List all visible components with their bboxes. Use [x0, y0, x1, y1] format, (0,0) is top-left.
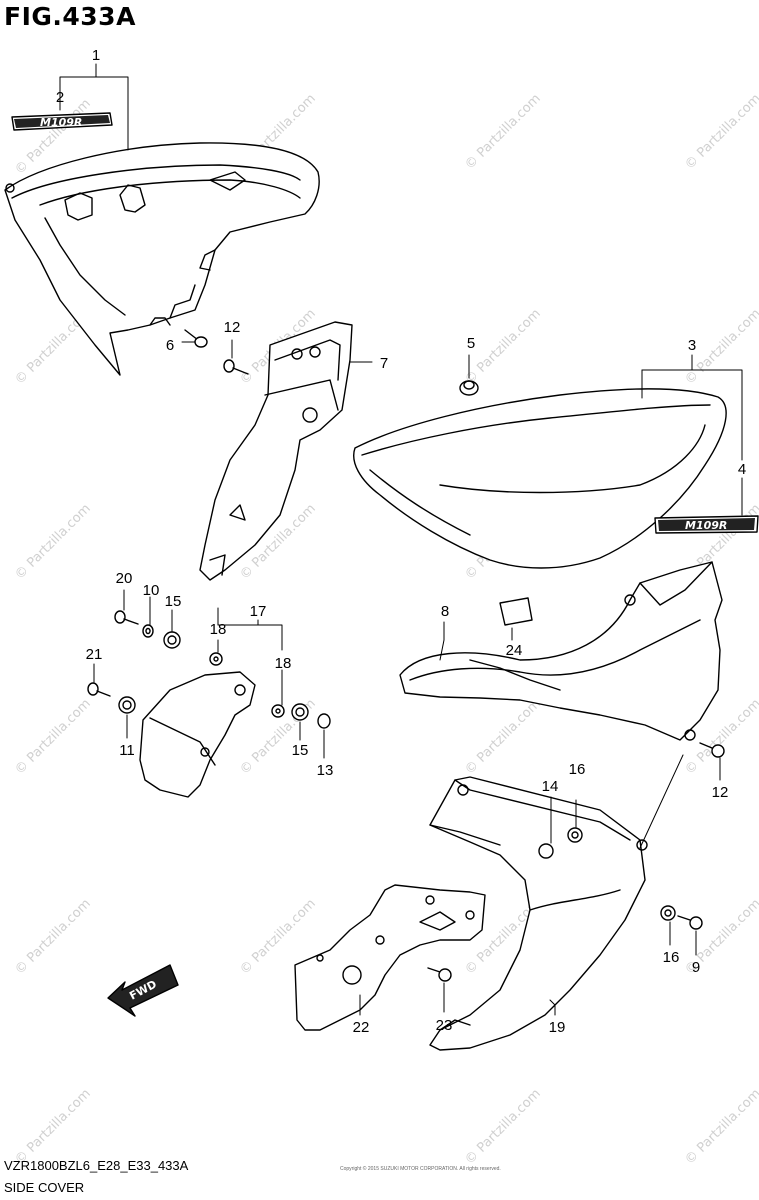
callout-number: 11 [119, 742, 135, 759]
grommet-5 [459, 380, 479, 396]
callout-number: 21 [86, 646, 103, 663]
inner-panel-8 [399, 561, 723, 741]
fwd-arrow-icon [107, 964, 179, 1017]
hardware [87, 329, 725, 982]
badge-2 [11, 112, 113, 131]
callout-number: 4 [738, 461, 746, 478]
callout-number: 24 [506, 642, 523, 659]
bottom-cover-19 [429, 776, 648, 1051]
callout-number: 9 [692, 959, 700, 976]
model-code: VZR1800BZL6_E28_E33_433A [4, 1158, 189, 1173]
copyright-text: Copyright © 2015 SUZUKI MOTOR CORPORATIO… [340, 1166, 501, 1172]
callout-number: 18 [275, 655, 292, 672]
badge-4 [654, 515, 759, 534]
figure-caption: SIDE COVER [4, 1180, 85, 1195]
bracket-22 [294, 884, 486, 1031]
callout-number: 7 [380, 355, 388, 372]
right-side-cover [353, 388, 727, 569]
callout-number: 16 [663, 949, 680, 966]
callout-number: 15 [292, 742, 309, 759]
callout-number: 6 [166, 337, 174, 354]
callout-number: 20 [116, 570, 133, 587]
callout-number: 8 [441, 603, 449, 620]
callout-number: 2 [56, 89, 64, 106]
callout-number: 12 [712, 784, 729, 801]
lower-left-cover-11 [139, 671, 256, 798]
callout-number: 13 [317, 762, 334, 779]
callout-number: 12 [224, 319, 241, 336]
watermark: © Partzilla.com [682, 91, 759, 173]
callout-number: 1 [92, 47, 100, 64]
watermark: © Partzilla.com [462, 696, 544, 778]
watermark: © Partzilla.com [682, 1086, 759, 1168]
callout-number: 18 [210, 621, 227, 638]
callout-number: 17 [250, 603, 267, 620]
callout-number: 15 [165, 593, 182, 610]
callout-number: 22 [353, 1019, 370, 1036]
callout-number: 10 [143, 582, 160, 599]
bracket-7 [199, 321, 353, 581]
left-side-cover [4, 142, 320, 376]
badge-text: M109R [685, 519, 727, 532]
watermark: © Partzilla.com [12, 501, 94, 583]
leader-lines [59, 63, 743, 1016]
callout-number: 19 [549, 1019, 566, 1036]
watermark: © Partzilla.com [12, 696, 94, 778]
watermark: © Partzilla.com [462, 1086, 544, 1168]
watermark: © Partzilla.com [12, 896, 94, 978]
badge-text: M109R [40, 116, 82, 129]
callout-number: 23 [436, 1017, 453, 1034]
tag-24 [499, 597, 533, 626]
figure-title: FIG.433A [4, 2, 136, 31]
watermark: © Partzilla.com [12, 1086, 94, 1168]
callouts: 1 2 3 4 5 6 7 8 9 10 11 12 12 13 14 15 1… [56, 47, 746, 1036]
callout-number: 5 [467, 335, 475, 352]
watermark: © Partzilla.com [462, 91, 544, 173]
callout-number: 16 [569, 761, 586, 778]
callout-number: 3 [688, 337, 696, 354]
callout-number: 14 [542, 778, 559, 795]
